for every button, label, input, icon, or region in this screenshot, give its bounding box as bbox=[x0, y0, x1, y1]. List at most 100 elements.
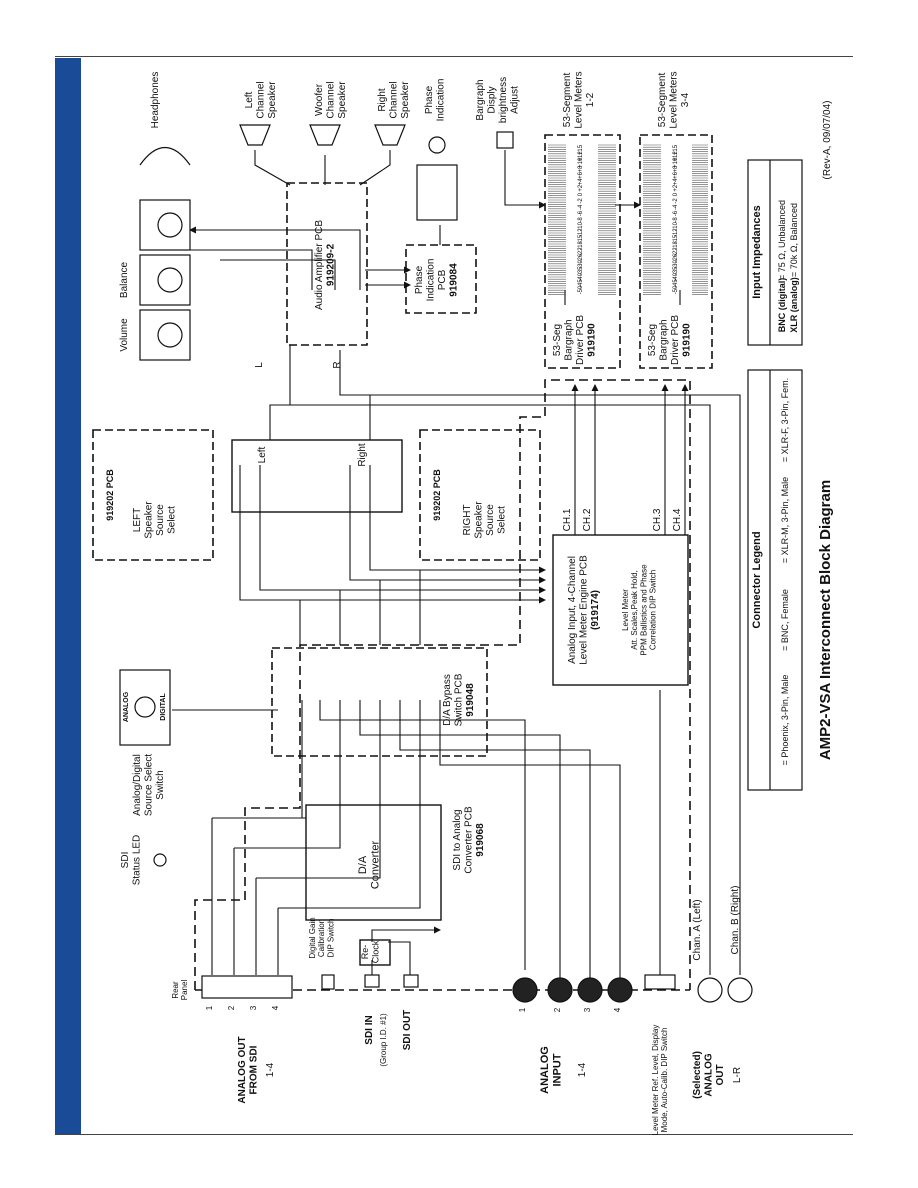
driver-pcb-1: 53-SegBargraphDriver PCB919190 bbox=[552, 315, 598, 365]
ch2-label: CH.2 bbox=[582, 508, 593, 531]
meter-2-scale-5: -26 bbox=[673, 253, 679, 262]
meter-2-scale-15: 0 bbox=[673, 192, 679, 196]
analog-in-pin-2: 2 bbox=[553, 1007, 562, 1012]
sdi-in-group: (Group I.D. #1) bbox=[379, 1013, 388, 1067]
impedance-xlr-name: XLR (analog) bbox=[789, 277, 799, 333]
top-rule bbox=[55, 56, 853, 57]
right-select-box bbox=[419, 429, 541, 561]
meter-1-scale-13: -4 bbox=[578, 204, 584, 210]
analog-in-pin-3: 3 bbox=[583, 1007, 592, 1012]
headphones-label: Headphones bbox=[150, 72, 161, 129]
bypass-pcb-box bbox=[271, 647, 488, 757]
source-switch-top: ANALOG bbox=[123, 691, 130, 722]
meter-1-scale-2: -40 bbox=[578, 272, 584, 281]
amp-l-marker: L bbox=[254, 362, 265, 368]
meter-2-scale-16: +2 bbox=[673, 184, 679, 192]
converter-label: D/AConverter bbox=[357, 841, 382, 890]
impedance-bnc-value: = 75 Ω, Unbalanced bbox=[777, 200, 787, 280]
selected-out-range: L-R bbox=[732, 1067, 743, 1083]
meter-1-scale-14: -2 bbox=[578, 198, 584, 204]
analog-out-sdi-range: 1-4 bbox=[265, 1062, 276, 1077]
analog-out-sdi-label: ANALOG OUTFROM SDI bbox=[237, 1036, 260, 1103]
legend-phoenix: = Phoenix, 3-Pin, Male bbox=[780, 675, 790, 766]
meter-2-scale-0: -50 bbox=[673, 285, 679, 294]
sdi-out-pin-2: 2 bbox=[227, 1005, 236, 1010]
solid-boxes bbox=[231, 439, 689, 966]
xlr-in-1 bbox=[512, 977, 538, 1003]
level-meter-switch-label: Level Meter Ref. Level, DisplayMode, Aut… bbox=[651, 1025, 669, 1136]
bargraph-adjust-label: BargraphDisplybrightnessAdjust bbox=[475, 77, 521, 123]
xlr-in-2 bbox=[547, 977, 573, 1003]
meter-1-scale-5: -26 bbox=[578, 253, 584, 262]
meter-bars bbox=[548, 144, 708, 295]
amp-pcb-box bbox=[286, 182, 368, 346]
meter-1-scale-10: -10 bbox=[578, 221, 584, 230]
rear-panel-label: RearPanel bbox=[171, 980, 189, 1001]
meter-2-scale-10: -10 bbox=[673, 221, 679, 230]
meter-2-scale-17: +4 bbox=[673, 178, 679, 186]
chan-a-label: Chan. A (Left) bbox=[692, 899, 703, 960]
driver-pcb-2: 53-SegBargraphDriver PCB919190 bbox=[647, 315, 693, 365]
meter-1-2-box bbox=[544, 134, 621, 369]
balance-label: Balance bbox=[119, 261, 130, 298]
xlr-in-3 bbox=[577, 977, 603, 1003]
level-dip bbox=[644, 974, 676, 990]
bnc-sdi-out bbox=[403, 974, 419, 988]
meter-2-scale-19: +8 bbox=[673, 165, 679, 173]
meter-2-scale-9: -12 bbox=[673, 228, 679, 237]
connector-legend-box bbox=[747, 369, 803, 791]
selected-out-label: (Selected)ANALOGOUT bbox=[692, 1051, 726, 1099]
meter-2-scale-3: -35 bbox=[673, 266, 679, 275]
meter-2-scale-8: -15 bbox=[673, 234, 679, 243]
revision-note: (Rev-A, 09/07/04) bbox=[822, 101, 833, 180]
analog-input-label: ANALOGINPUT bbox=[539, 1046, 564, 1094]
meter-1-scale-12: -6 bbox=[578, 210, 584, 216]
right-speaker-icon bbox=[374, 124, 406, 146]
sdi-out-pin-3: 3 bbox=[249, 1005, 258, 1010]
meter-1-scale-11: -8 bbox=[578, 217, 584, 223]
bypass-pcb-label: D/A BypassSwitch PCB919048 bbox=[442, 673, 476, 726]
speaker-selector-box bbox=[231, 439, 403, 513]
left-select-box bbox=[92, 429, 214, 561]
sdi-status-led-label: SDIStatus LED bbox=[120, 835, 143, 886]
level-engine-box bbox=[552, 534, 689, 686]
volume-label: Volume bbox=[119, 318, 130, 352]
woofer-speaker-icon bbox=[309, 124, 341, 146]
impedance-bnc-name: BNC (digital) bbox=[777, 278, 787, 333]
impedance-title: Input Impedances bbox=[751, 205, 763, 299]
legend-title: Connector Legend bbox=[751, 531, 763, 628]
meter-1-scale-16: +2 bbox=[578, 184, 584, 192]
sdi-out-label: SDI OUT bbox=[402, 1010, 413, 1051]
right-speaker-label: RightChannelSpeaker bbox=[377, 81, 411, 119]
legend-bnc: = BNC, Female bbox=[780, 589, 790, 651]
level-engine-notes: Level MeterAtt. Scales,Peak Hold,PPM Bal… bbox=[621, 564, 658, 656]
analog-in-pin-1: 1 bbox=[518, 1007, 527, 1012]
sdi-led-icon bbox=[153, 853, 167, 867]
meter-2-scale-21: +12 bbox=[673, 151, 679, 162]
selector-right-label: Right bbox=[357, 443, 368, 467]
meter-1-scale-7: -18 bbox=[578, 240, 584, 249]
bnc-sdi-in bbox=[364, 974, 380, 988]
meter-1-scale-15: 0 bbox=[578, 192, 584, 196]
ch3-label: CH.3 bbox=[652, 508, 663, 531]
xlr-out-l bbox=[697, 977, 723, 1003]
meter-2-scale-14: -2 bbox=[673, 198, 679, 204]
meter-1-2-label: 53-SegmentLevel Meters1-2 bbox=[562, 71, 596, 128]
left-speaker-label: LeftChannelSpeaker bbox=[244, 81, 278, 119]
da-converter-box bbox=[305, 804, 442, 921]
impedance-box bbox=[747, 159, 803, 346]
meter-1-scale-17: +4 bbox=[578, 178, 584, 186]
phase-pcb-label: PhaseIndicationPCB919084 bbox=[414, 259, 460, 302]
dip-gain bbox=[321, 974, 335, 990]
analog-input-range: 1-4 bbox=[577, 1062, 588, 1077]
chan-b-label: Chan. B (Right) bbox=[730, 886, 741, 955]
brightness-adjust-icon[interactable] bbox=[496, 131, 514, 149]
analog-in-pin-4: 4 bbox=[613, 1007, 622, 1012]
right-select-pcb: 919202 PCB bbox=[432, 469, 442, 521]
meter-1-scale-18: +6 bbox=[578, 171, 584, 179]
impedance-xlr-value: = 70k Ω, Balanced bbox=[789, 203, 799, 277]
meter-1-scale-21: +12 bbox=[578, 151, 584, 162]
dashed-boxes bbox=[92, 134, 713, 757]
reclock-label: Re-Clock bbox=[360, 940, 380, 963]
